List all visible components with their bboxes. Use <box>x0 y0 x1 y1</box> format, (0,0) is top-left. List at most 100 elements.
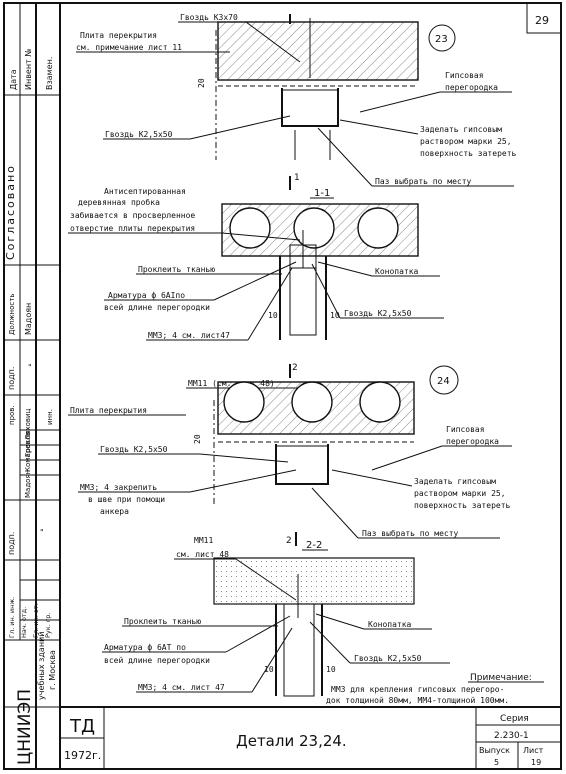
nail-side: Гвоздь К2,5х50 <box>105 130 173 139</box>
note: Примечание: ММ3 для крепления гипсовых п… <box>326 673 544 705</box>
plug-4: отверстие плиты перекрытия <box>70 224 195 233</box>
slab-23 <box>217 21 419 81</box>
mm11-22-1: ММ11 <box>194 536 213 545</box>
partition-label-2: перегородка <box>445 83 498 92</box>
partition-24-2: перегородка <box>446 437 499 446</box>
fabric-1: Проклеить тканью <box>138 265 215 274</box>
dim-10a: 10 <box>268 311 278 320</box>
caulk-2: Конопатка <box>368 620 412 629</box>
stamp-replace: Взамен. <box>45 57 54 90</box>
dim-20: 20 <box>197 78 206 88</box>
stamp-name-2: Комаров <box>24 440 32 472</box>
slab-24: Плита перекрытия <box>70 406 147 415</box>
stamp-name-1: Греков <box>24 431 32 457</box>
stamp-name-0: Ляховиц <box>24 408 32 440</box>
plug-2: деревянная пробка <box>78 197 160 207</box>
issue-value: 5 <box>494 758 499 767</box>
partition-24-1: Гипсовая <box>446 425 485 434</box>
stamp-person: Мадоян <box>24 303 33 335</box>
nail-24: Гвоздь К2,5х50 <box>100 445 168 454</box>
mm3-24-2: в шве при помощи <box>88 495 165 504</box>
mm3-1: ММ3; 4 см. лист47 <box>148 331 230 340</box>
stamp-ditto: " <box>28 363 32 372</box>
stamp-header-1: пров. <box>8 405 16 425</box>
groove-label: Паз выбрать по месту <box>375 176 472 186</box>
stamp-role-2: Гл. ин. от. <box>32 603 40 638</box>
stamp-inv: Инвент № <box>24 48 33 90</box>
detail-23-marker <box>428 24 456 52</box>
series-label: Серия <box>500 714 529 724</box>
partition-23 <box>281 89 339 127</box>
mm11-22-2: см. лист 48 <box>176 550 229 559</box>
rebar-2b: всей длине перегородки <box>104 656 210 665</box>
plug-1: Антисептированная <box>104 187 186 196</box>
seal-24-2: раствором марки 25, <box>414 489 506 498</box>
stamp-agreed: Согласовано <box>4 164 17 260</box>
stamp-position: Должность <box>8 294 16 335</box>
section-2-mark: 2 <box>292 363 298 373</box>
note-line1: ММ3 для крепления гипсовых перегоро- <box>331 685 504 694</box>
rebar-2a: Арматура ф 6АТ по <box>104 643 186 652</box>
list-label: Лист <box>523 746 544 755</box>
section-2-mark-b: 2 <box>286 536 292 546</box>
dim-10b: 10 <box>330 311 340 320</box>
stamp-date: Дата <box>9 69 18 90</box>
org-line3: г. Москва <box>48 650 57 690</box>
detail-24: 24 ММ11 (см. лист 48) 2 Плита перекрытия… <box>68 363 512 539</box>
seal-3: поверхность затереть <box>420 149 517 158</box>
issue-label: Выпуск <box>479 746 510 755</box>
stamp-ditto-2: " <box>40 528 44 537</box>
stamp-name-3: Мадоян <box>24 470 32 498</box>
section-1-1: 1 1-1 Антисептированная деревянная пробк… <box>68 173 444 341</box>
stamp-role-3: Рук. гр. <box>44 613 52 638</box>
stamp-sign: подп. <box>7 367 16 390</box>
section-1-mark: 1 <box>294 173 300 183</box>
sheet-border <box>3 2 562 770</box>
org-name: ЦНИИЭП <box>15 689 35 765</box>
detail-23-number: 23 <box>435 34 448 45</box>
mm3-24-3: анкера <box>100 507 129 516</box>
page-number: 29 <box>535 14 549 27</box>
seal-24-1: Заделать гипсовым <box>414 477 496 486</box>
stamp-header-0: инн. <box>46 409 54 425</box>
list-value: 19 <box>531 758 541 767</box>
note-heading: Примечание: <box>470 673 532 683</box>
dim-20-24: 20 <box>193 434 202 444</box>
slab-label-1: Плита перекрытия <box>80 31 157 40</box>
detail-24-number: 24 <box>437 376 450 387</box>
stamp-role-0: Гл. ин. инж. <box>8 597 16 638</box>
detail-23: 23 Гвоздь К3х70 Плита перекрытия см. при… <box>76 13 517 187</box>
caulk-1: Конопатка <box>375 267 419 276</box>
dim-10a-2: 10 <box>264 665 274 674</box>
sheet-title: Детали 23,24. <box>236 732 347 750</box>
slab-2-2 <box>213 557 415 605</box>
nail-1: Гвоздь К2,5х50 <box>344 309 412 318</box>
series-value: 2.230-1 <box>494 731 529 741</box>
groove-24: Паз выбрать по месту <box>362 528 459 538</box>
section-1-title: 1-1 <box>314 188 330 199</box>
year: 1972г. <box>64 749 101 762</box>
seal-1: Заделать гипсовым <box>420 125 502 134</box>
nail-2: Гвоздь К2,5х50 <box>354 654 422 663</box>
seal-2: раствором марки 25, <box>420 137 512 146</box>
stamp-header-2: подп. <box>7 532 16 555</box>
mm3-24-1: ММ3; 4 закрепить <box>80 483 157 492</box>
dim-10b-2: 10 <box>326 665 336 674</box>
slab-label-2: см. примечание лист 11 <box>76 43 182 52</box>
fabric-2: Проклеить тканью <box>124 617 201 626</box>
stamp-role-1: Нач. отд. <box>20 607 28 638</box>
note-line2: док толщиной 80мм, ММ4-толщиной 100мм. <box>326 696 509 705</box>
title-block: ТД 1972г. Детали 23,24. Серия 2.230-1 Вы… <box>60 706 561 769</box>
stamp-td: ТД <box>69 716 95 737</box>
rebar-1b: всей длине перегородки <box>104 303 210 312</box>
detail-24-marker <box>429 365 459 395</box>
rebar-1a: Арматура ф 6AIпо <box>108 291 185 300</box>
org-line2: учебных зданий <box>37 632 46 700</box>
partition-label-1: Гипсовая <box>445 71 484 80</box>
mm3-2: ММ3; 4 см. лист 47 <box>138 683 225 692</box>
section-2-2: 2 2-2 ММ11 см. лист 48 Проклеить тканью … <box>102 532 450 697</box>
nail-top: Гвоздь К3х70 <box>180 13 238 22</box>
section-2-title: 2-2 <box>306 540 322 551</box>
plug-3: забивается в просверленное <box>70 210 195 220</box>
